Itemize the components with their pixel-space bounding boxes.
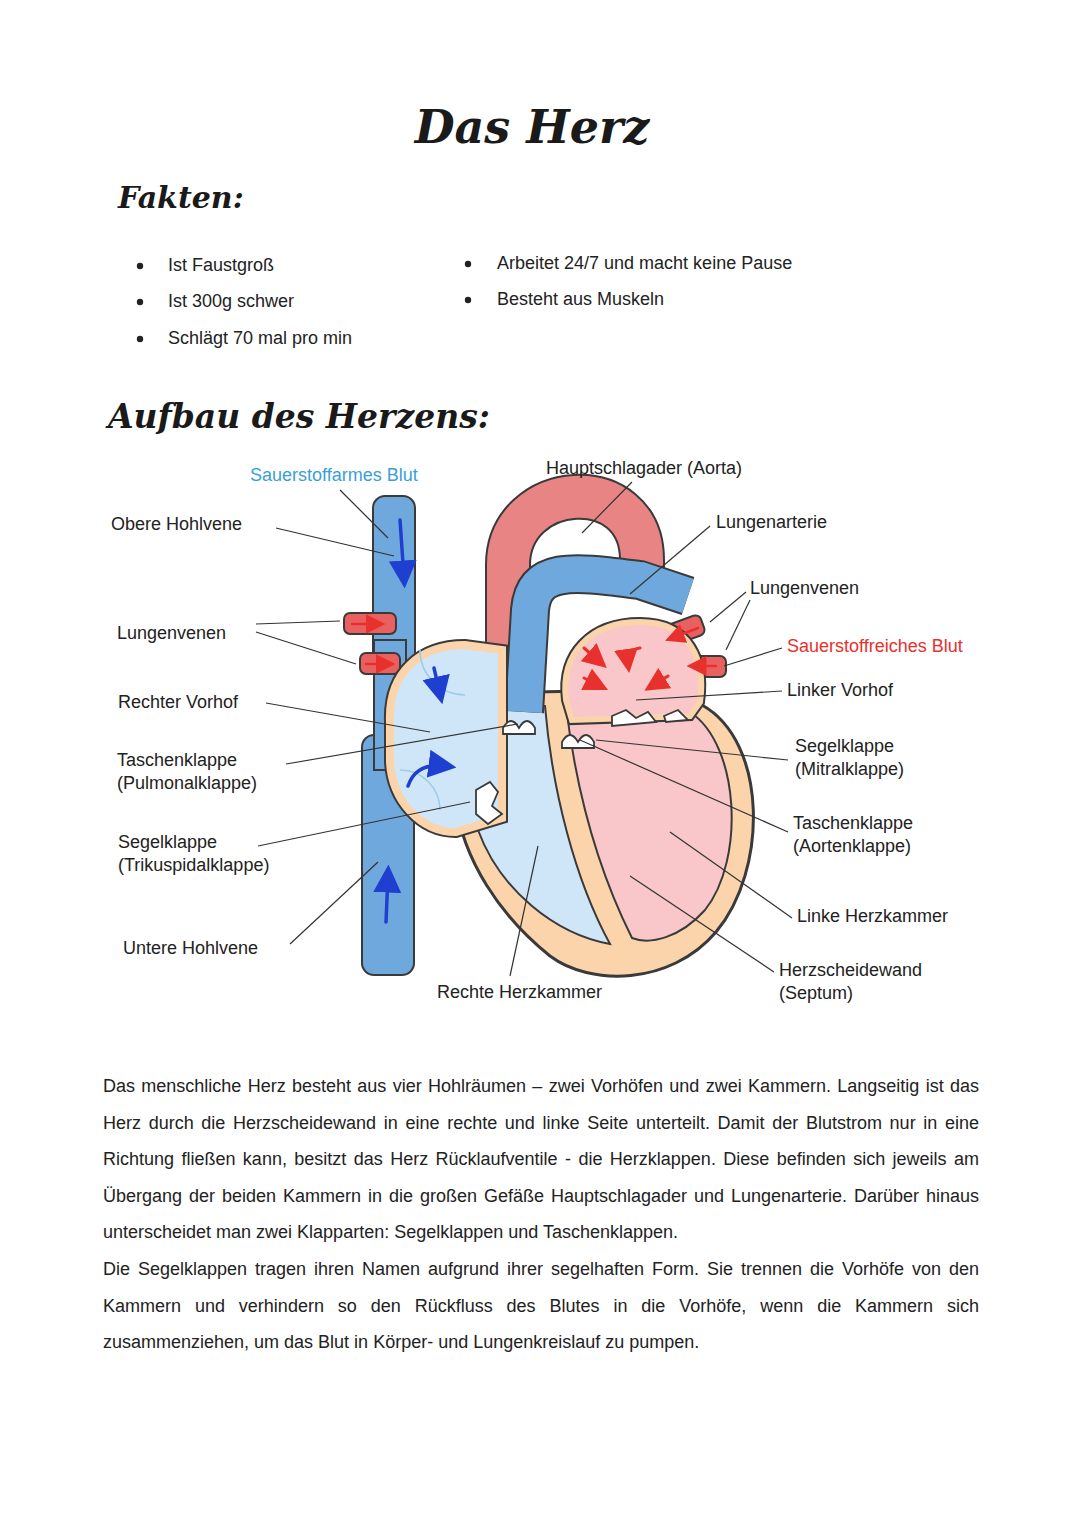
illustration-path	[340, 490, 388, 538]
part-label: Linker Vorhof	[787, 679, 893, 702]
illustration-path	[726, 600, 750, 650]
illustration-path	[565, 622, 701, 720]
illustration-path	[652, 676, 668, 686]
part-label: Lungenarterie	[716, 511, 827, 534]
illustration-rect	[360, 653, 400, 674]
illustration-path	[672, 628, 698, 638]
illustration-path	[266, 703, 430, 732]
illustration-path	[476, 782, 502, 824]
illustration-path	[710, 592, 746, 622]
illustration-circle	[137, 299, 143, 305]
fact-item: Ist 300g schwer	[168, 290, 294, 313]
illustration-circle	[137, 263, 143, 269]
part-label: Taschenklappe (Aortenklappe)	[793, 812, 963, 859]
illustration-path	[584, 678, 600, 686]
blood-label: Sauerstoffreiches Blut	[787, 635, 963, 658]
illustration-path	[636, 691, 782, 700]
part-label: Rechter Vorhof	[118, 691, 238, 714]
illustration-path	[582, 482, 632, 533]
illustration-path	[596, 740, 788, 760]
illustration-path	[724, 648, 782, 666]
blood-label: Sauerstoffarmes Blut	[250, 464, 418, 487]
part-label: Lungenvenen	[750, 577, 859, 600]
fact-item: Arbeitet 24/7 und macht keine Pause	[497, 252, 792, 275]
illustration-path	[510, 846, 538, 976]
part-label: Segelklappe (Mitralklappe)	[795, 735, 955, 782]
illustration-circle	[465, 261, 471, 267]
text-flow: Das menschliche Herz besteht aus vier Ho…	[103, 1068, 979, 1361]
illustration-circle	[465, 297, 471, 303]
body-paragraph: Die Segelklappen tragen ihren Namen aufg…	[103, 1251, 979, 1361]
part-label: Segelklappe (Trikuspidalklappe)	[118, 831, 308, 878]
section-heading: Aufbau des Herzens:	[108, 396, 490, 439]
section-heading: Fakten:	[118, 178, 244, 217]
right-atrium	[390, 645, 502, 832]
illustration-path	[386, 875, 388, 922]
flow-arrows	[352, 520, 716, 922]
illustration-path	[612, 710, 656, 726]
illustration-path	[256, 632, 356, 664]
illustration-path	[390, 645, 502, 832]
illustration-path	[276, 528, 394, 556]
illustration-circle	[137, 336, 143, 342]
illustration-path	[408, 765, 446, 786]
illustration-path	[290, 862, 378, 944]
part-label: Linke Herzkammer	[797, 905, 948, 928]
page-title: Das Herz	[415, 98, 650, 158]
illustration-path	[400, 520, 404, 578]
part-label: Rechte Herzkammer	[437, 981, 602, 1004]
illustration-path	[664, 710, 688, 722]
illustration-path	[420, 650, 465, 695]
illustration-path	[562, 735, 594, 748]
illustration-path	[352, 623, 378, 626]
illustration-path	[366, 663, 388, 666]
part-label: Taschenklappe (Pulmonalklappe)	[117, 749, 297, 796]
illustration-path	[256, 621, 340, 624]
leader-lines	[256, 482, 792, 976]
part-label: Hauptschlagader (Aorta)	[546, 457, 742, 480]
part-label: Lungenvenen	[117, 622, 226, 645]
illustration-path	[670, 832, 792, 918]
illustration-path	[258, 802, 470, 846]
fact-item: Schlägt 70 mal pro min	[168, 327, 352, 350]
illustration-path	[565, 622, 701, 720]
illustration-path	[630, 876, 774, 972]
fact-item: Besteht aus Muskeln	[497, 288, 664, 311]
heart-valves	[476, 710, 688, 824]
illustration-path	[390, 645, 502, 832]
illustration-path	[630, 526, 710, 594]
illustration-path	[628, 648, 640, 664]
part-label: Untere Hohlvene	[123, 937, 258, 960]
illustration-path	[694, 665, 716, 668]
illustration-path	[434, 668, 440, 694]
left-atrium	[565, 622, 701, 720]
illustration-path	[584, 648, 600, 662]
illustration-rect	[344, 613, 396, 634]
fact-item: Ist Faustgroß	[168, 254, 274, 277]
illustration-path	[400, 770, 440, 810]
illustration-path	[580, 740, 788, 832]
illustration-path	[503, 721, 535, 734]
part-label: Herzscheidewand (Septum)	[779, 959, 964, 1006]
part-label: Obere Hohlvene	[111, 513, 242, 536]
body-paragraph: Das menschliche Herz besteht aus vier Ho…	[103, 1068, 979, 1251]
illustration-path	[286, 724, 518, 764]
